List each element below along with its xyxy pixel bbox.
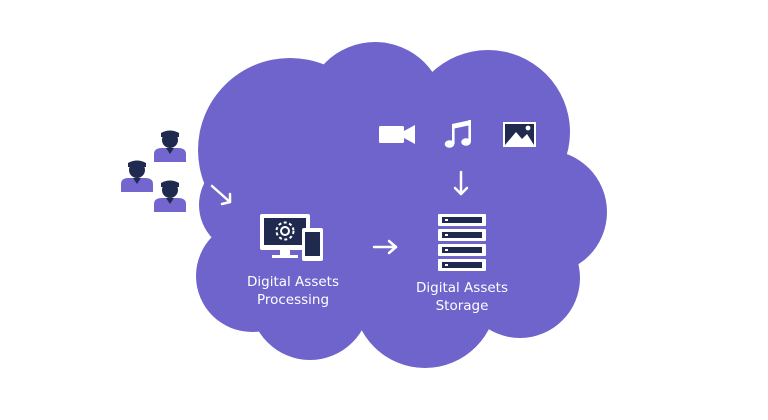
processing-label-line2: Processing (257, 292, 329, 308)
user-icon (154, 130, 186, 162)
users-group (121, 130, 186, 212)
server-stack-icon (438, 214, 486, 271)
user-icon (154, 180, 186, 212)
user-icon (121, 160, 153, 192)
music-note-icon (444, 120, 471, 148)
storage-label-line1: Digital Assets (416, 280, 508, 296)
video-camera-icon (379, 125, 415, 144)
processing-label-line1: Digital Assets (247, 274, 339, 290)
arrow-processing-to-storage (372, 239, 398, 255)
image-icon (503, 122, 536, 147)
arrow-media-to-storage (453, 170, 469, 196)
arrow-users-to-processing (210, 184, 232, 206)
desktop-and-mobile-icon (260, 214, 323, 261)
cloud-shape (196, 42, 607, 368)
storage-label-line2: Storage (436, 298, 489, 314)
